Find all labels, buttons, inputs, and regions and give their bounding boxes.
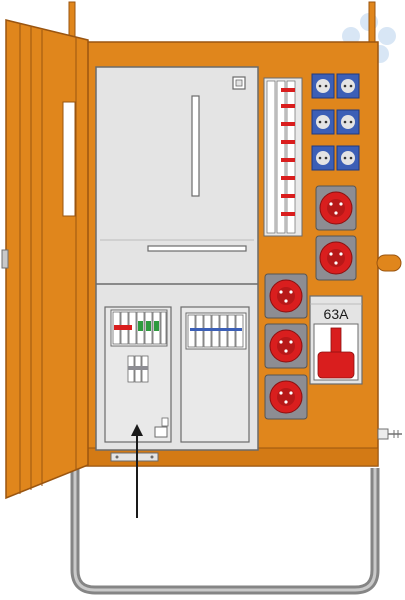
cee-socket (264, 273, 308, 319)
rcd-breaker-panel (104, 306, 172, 443)
door-hinge (1, 249, 9, 269)
arrow-up-icon (131, 424, 143, 518)
door-window (62, 101, 76, 217)
cee-socket-large (315, 185, 357, 231)
bottom-plate (110, 452, 159, 462)
lifting-eyes (68, 1, 376, 45)
schuko-sockets (311, 73, 360, 171)
blue-socket (336, 109, 360, 135)
blue-socket (336, 73, 360, 99)
cee-socket (264, 323, 308, 369)
blue-socket (311, 73, 335, 99)
cee-socket (264, 374, 308, 420)
cee-socket-large (315, 235, 357, 281)
cable-gland (377, 428, 402, 440)
stand-frame (70, 468, 380, 595)
blue-socket (336, 145, 360, 171)
breaker-strip (263, 77, 303, 237)
main-switch: 63A (309, 295, 363, 385)
blue-socket (311, 109, 335, 135)
meter-section (100, 76, 254, 252)
open-door (1, 19, 89, 500)
blue-socket (311, 145, 335, 171)
side-handle (376, 254, 402, 272)
relay-panel (180, 306, 250, 443)
breaker-rating-label: 63A (324, 306, 350, 322)
